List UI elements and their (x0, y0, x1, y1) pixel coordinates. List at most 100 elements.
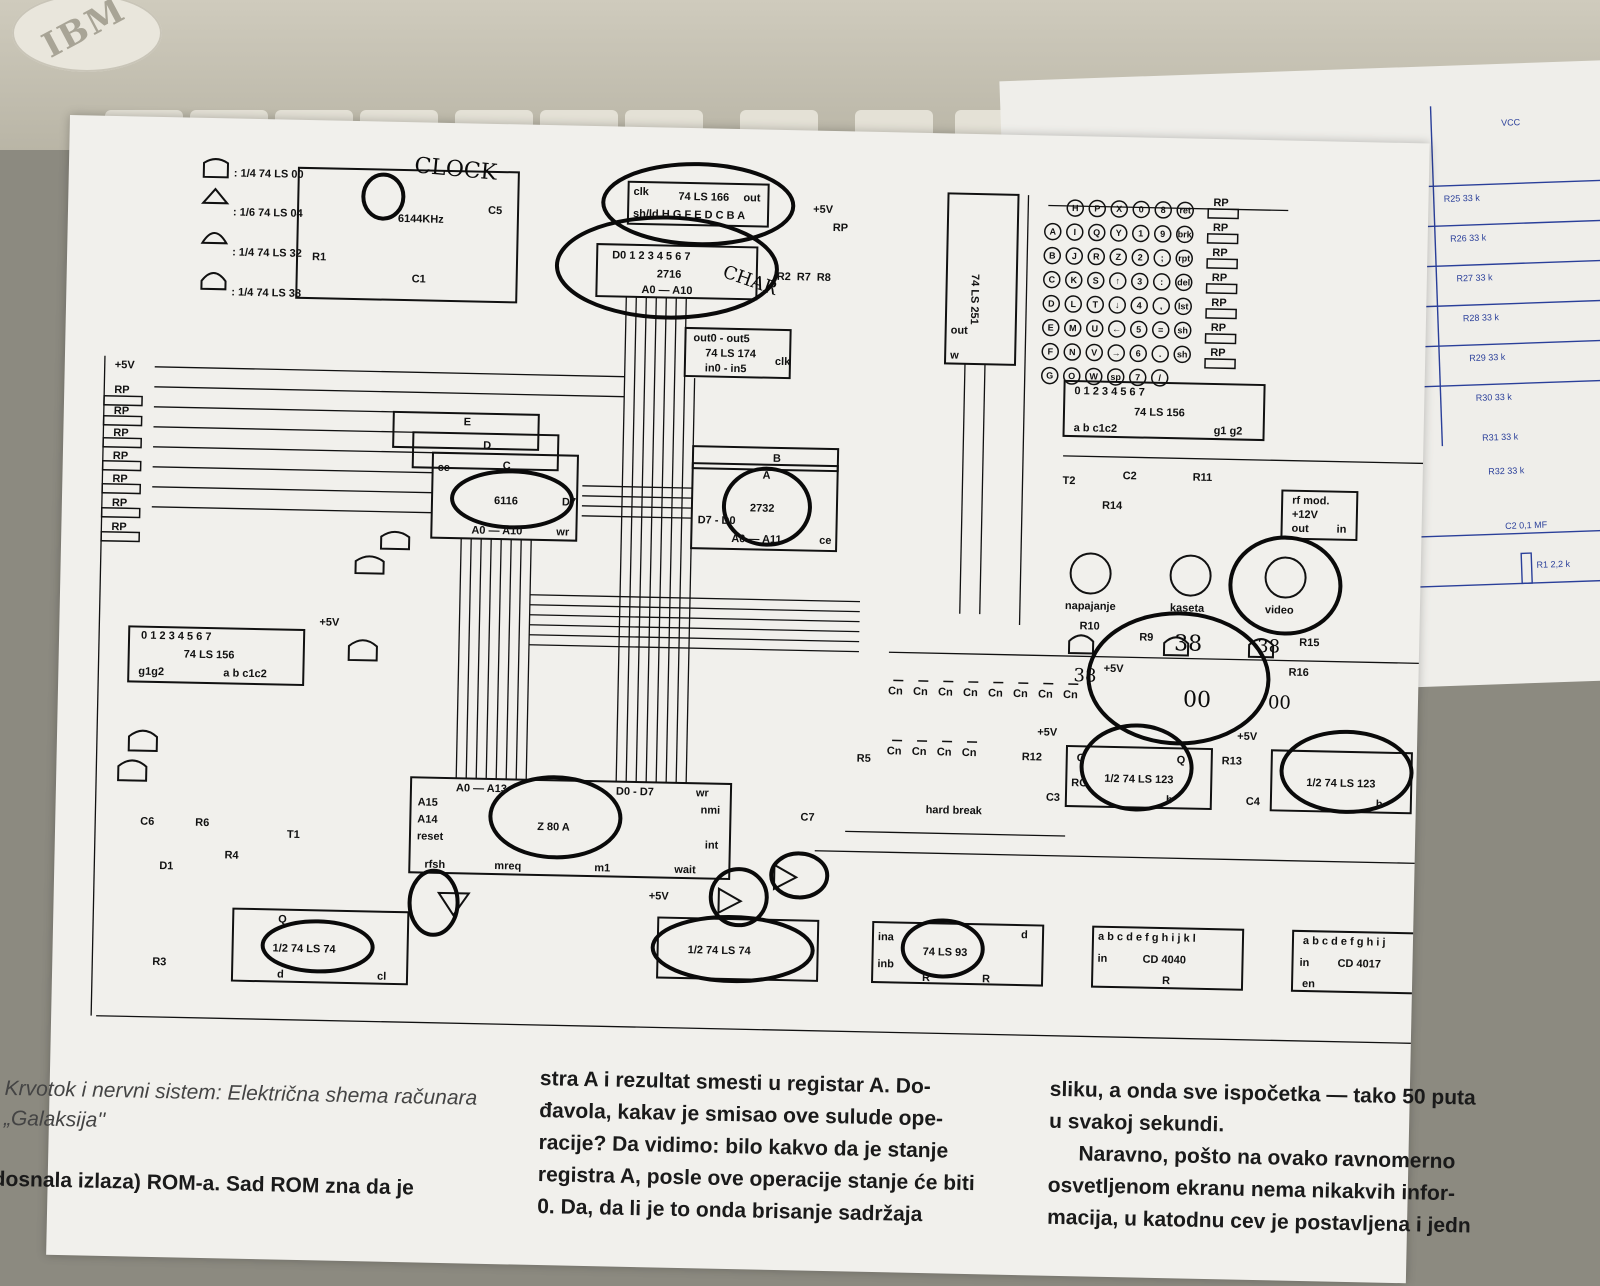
keyboard-key-label: M (1069, 323, 1077, 333)
keyboard-key-label: ↓ (1115, 300, 1120, 310)
keyboard-key-label: sp (1110, 372, 1121, 382)
keyboard-key-label: N (1069, 347, 1076, 357)
keyboard-key-label: K (1070, 275, 1077, 285)
mono1-rc: RC (1071, 777, 1087, 789)
keyboard-key-label: ← (1112, 324, 1121, 334)
cn-label-12: Cn (962, 747, 977, 759)
keyboard-key-label: W (1089, 371, 1098, 381)
cpu-nmi: nmi (700, 804, 720, 816)
keyboard-key-label: Z (1115, 252, 1121, 262)
mono2-name: 1/2 74 LS 123 (1306, 777, 1375, 790)
d1-label: D1 (159, 860, 173, 872)
mux-out: out (951, 324, 969, 336)
latch-bottom: in0 - in5 (705, 362, 747, 375)
keyboard-key-label: C (1048, 275, 1055, 285)
keyboard-key-label: 6 (1136, 348, 1141, 358)
t2-label: T2 (1062, 475, 1075, 487)
r8-label: R8 (817, 272, 831, 284)
r25-label: R25 33 k (1444, 193, 1481, 204)
cd4017-name: CD 4017 (1337, 958, 1381, 971)
keyboard-key-label: B (1049, 251, 1056, 261)
r29-label: R29 33 k (1469, 352, 1506, 363)
rp-label-4: RP (113, 450, 129, 462)
rom-ce: ce (819, 535, 831, 547)
keyboard-key-label: 0 (1139, 204, 1144, 214)
annotation-00-b: 00 (1268, 692, 1291, 713)
keyboard-key-label: J (1072, 251, 1077, 261)
keyboard-key-label: / (1158, 373, 1161, 383)
legend-74ls04: : 1/6 74 LS 04 (233, 206, 304, 219)
decoder-left-name: 74 LS 156 (184, 649, 235, 662)
xtal-label: 6144KHz (398, 213, 445, 226)
keyboard-key-label: lst (1178, 301, 1189, 311)
keyboard-key-label: S (1093, 275, 1099, 285)
mono1-name: 1/2 74 LS 123 (1104, 773, 1173, 786)
ibm-logo: IBM (12, 0, 162, 72)
plus5v-label-ff: +5V (649, 890, 670, 902)
legend-74ls00: : 1/4 74 LS 00 (234, 167, 304, 180)
keyboard-key-label: T (1092, 299, 1098, 309)
chargen-pins: D0 1 2 3 4 5 6 7 (612, 249, 691, 263)
r9-label: R9 (1139, 632, 1153, 644)
cd4017-in: in (1299, 957, 1309, 969)
r11-label: R11 (1193, 472, 1213, 484)
rom-a: A (762, 470, 770, 482)
r26-label: R26 33 k (1450, 232, 1487, 243)
ff-mid-name: 1/2 74 LS 74 (688, 944, 752, 957)
keyboard-key-label: brk (1178, 229, 1193, 239)
keyboard-key-label: sh (1177, 325, 1188, 335)
ram-name: 6116 (494, 495, 518, 507)
cpu-reset: reset (417, 830, 444, 843)
decoder-top-name: 74 LS 156 (1134, 406, 1185, 419)
rp-label-2: RP (114, 405, 130, 417)
rp-label-kb-6: RP (1211, 322, 1227, 334)
annotation-38-c: 38 (1257, 636, 1280, 657)
rfmod-l2: +12V (1292, 509, 1319, 522)
keyboard-key-label: I (1073, 227, 1076, 237)
c2-label: C2 (1123, 470, 1137, 482)
mux-name: 74 LS 251 (968, 274, 981, 325)
cn-label-8: Cn (1063, 689, 1078, 701)
hard-break-label: hard break (926, 804, 983, 817)
rom-b: B (773, 453, 781, 465)
keyboard-key-label: 2 (1138, 252, 1143, 262)
rfmod-l1: rf mod. (1292, 495, 1330, 508)
vcc-label: VCC (1501, 117, 1521, 128)
keyboard-key-label: , (1160, 301, 1163, 311)
shift-out: out (743, 192, 761, 204)
shift-name: 74 LS 166 (678, 191, 729, 204)
plus5v-label-top: +5V (813, 204, 834, 216)
plus5v-label-gates: +5V (1104, 663, 1125, 675)
cn-label-11: Cn (937, 746, 952, 758)
annotation-00-a: 00 (1183, 687, 1212, 713)
r4-label: R4 (224, 849, 239, 861)
cpu-int: int (705, 839, 719, 851)
keyboard-key-label: ↑ (1115, 276, 1120, 286)
body-text-right: sliku, a onda sve ispočetka — tako 50 pu… (1047, 1074, 1530, 1244)
chargen-addr: A0 — A10 (641, 284, 692, 297)
cpu-a14: A14 (417, 813, 438, 825)
keyboard-key-label: 9 (1160, 229, 1165, 239)
keyboard-key-label: R (1093, 251, 1100, 261)
cn-label-3: Cn (938, 686, 953, 698)
ram-c: C (503, 460, 511, 472)
legend-74ls38: : 1/4 74 LS 38 (231, 286, 301, 299)
counter-inb: inb (877, 958, 894, 970)
ram-d7: D7 (562, 496, 576, 508)
rp-label-7: RP (111, 521, 127, 533)
rp-label-6: RP (112, 497, 128, 509)
ff-left-q: Q (278, 914, 287, 926)
plus5v-label: +5V (115, 359, 136, 371)
rp-label-1: RP (114, 384, 130, 396)
kaseta-label: kaseta (1170, 602, 1205, 615)
cpu-addr: A0 — A13 (456, 782, 507, 795)
r10-label: R10 (1079, 620, 1099, 632)
keyboard-key-label: ; (1161, 253, 1164, 263)
keyboard-key-label: Y (1116, 228, 1122, 238)
ram-e: E (464, 416, 472, 428)
annotation-38-a: 38 (1073, 665, 1096, 686)
keyboard-key-label: : (1160, 277, 1163, 287)
ff-left-d: d (277, 969, 284, 981)
r3-label: R3 (152, 956, 166, 968)
decoder-top-sel: a b c1c2 (1074, 422, 1118, 435)
